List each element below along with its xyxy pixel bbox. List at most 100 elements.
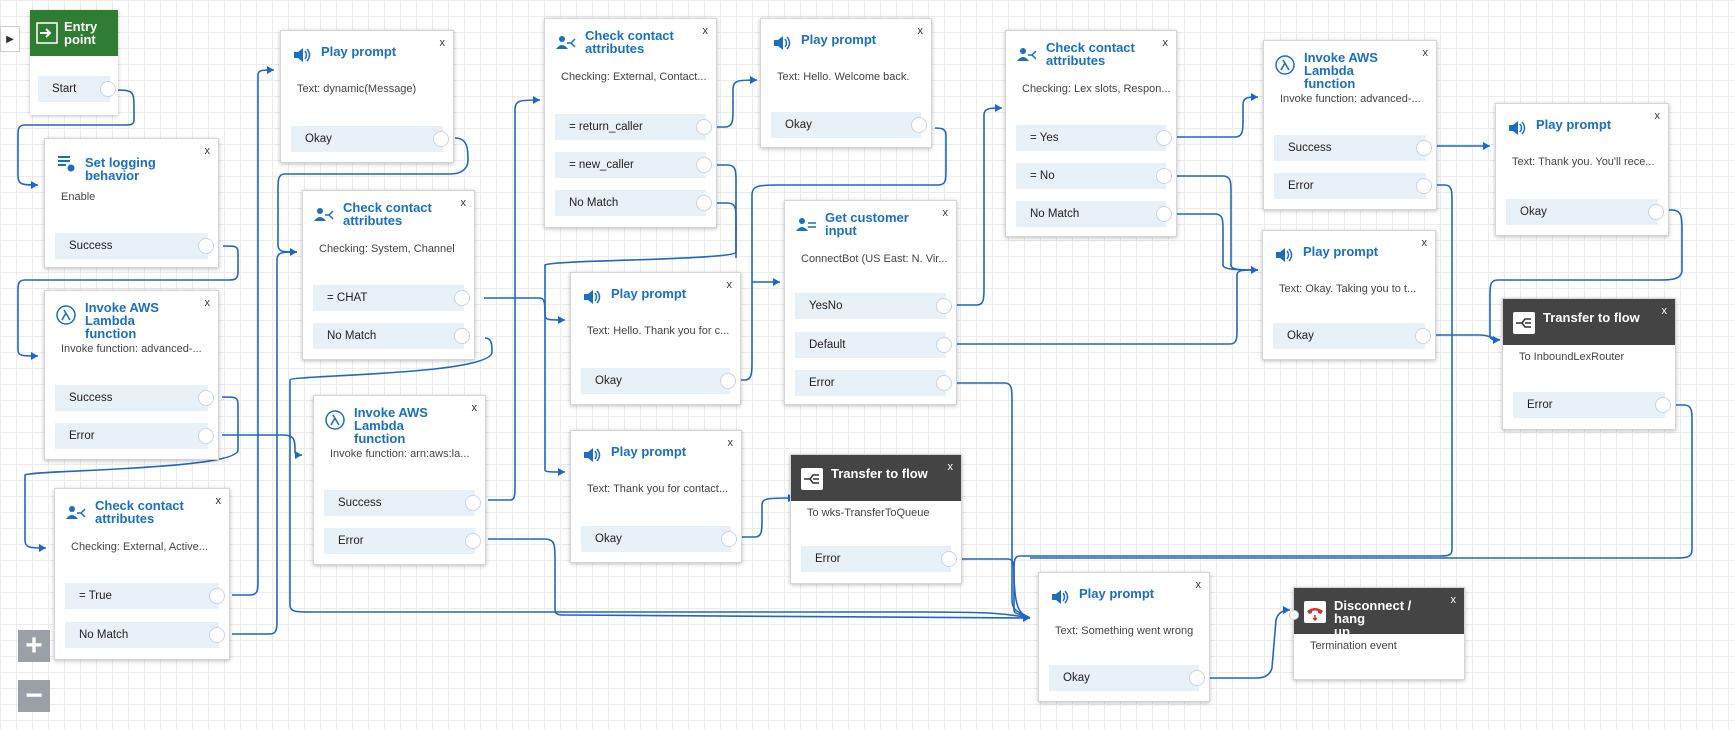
branch-port[interactable] [433, 131, 449, 147]
set-logging-behavior-block[interactable]: Set logging behavior x Enable Success [44, 138, 219, 268]
check-contact-attributes-block[interactable]: Check contact attributes x Checking: Ext… [54, 488, 230, 660]
close-icon[interactable]: x [942, 207, 949, 219]
close-icon[interactable]: x [702, 25, 709, 37]
branch-port[interactable] [936, 337, 952, 353]
panel-toggle-button[interactable]: ▶ [0, 26, 20, 52]
branch-port[interactable] [198, 390, 214, 406]
branch-no-match[interactable]: No Match [1016, 201, 1172, 227]
close-icon[interactable]: x [1450, 594, 1457, 606]
branch-success[interactable]: Success [324, 490, 481, 516]
branch-port[interactable] [209, 588, 225, 604]
branch-port[interactable] [1415, 328, 1431, 344]
branch-port[interactable] [721, 531, 737, 547]
invoke-lambda-block[interactable]: Invoke AWS Lambda function x Invoke func… [44, 290, 219, 460]
branch-port[interactable] [1416, 178, 1432, 194]
play-prompt-block[interactable]: Play prompt x Text: Something went wrong… [1038, 572, 1210, 702]
check-contact-attributes-block[interactable]: Check contact attributes x Checking: Ext… [544, 18, 717, 228]
branch-success[interactable]: Success [1274, 135, 1432, 161]
zoom-in-button[interactable]: + [18, 630, 50, 662]
close-icon[interactable]: x [439, 37, 446, 49]
entry-point-block[interactable]: Entry point Start [30, 10, 118, 115]
branch-port[interactable] [696, 119, 712, 135]
get-customer-input-block[interactable]: Get customer input x ConnectBot (US East… [784, 200, 957, 405]
branch-port[interactable] [198, 238, 214, 254]
branch-port[interactable] [465, 533, 481, 549]
close-icon[interactable]: x [1661, 305, 1668, 317]
transfer-to-flow-block[interactable]: Transfer to flow x To InboundLexRouter E… [1502, 298, 1676, 430]
branch-okay[interactable]: Okay [1049, 665, 1205, 691]
branch-error[interactable]: Error [801, 546, 957, 572]
branch-true[interactable]: = True [65, 583, 225, 609]
close-icon[interactable]: x [471, 402, 478, 414]
close-icon[interactable]: x [1421, 237, 1428, 249]
close-icon[interactable]: x [1654, 110, 1661, 122]
close-icon[interactable]: x [947, 461, 954, 473]
close-icon[interactable]: x [460, 197, 467, 209]
play-prompt-block[interactable]: Play prompt x Text: Hello. Thank you for… [570, 272, 741, 405]
branch-okay[interactable]: Okay [1273, 323, 1431, 349]
close-icon[interactable]: x [1422, 47, 1429, 59]
zoom-out-button[interactable]: − [18, 680, 50, 712]
branch-yes[interactable]: = Yes [1016, 125, 1172, 151]
close-icon[interactable]: x [726, 279, 733, 291]
branch-error[interactable]: Error [324, 528, 481, 554]
close-icon[interactable]: x [204, 145, 211, 157]
start-branch[interactable]: Start [38, 76, 116, 102]
branch-error[interactable]: Error [795, 370, 952, 396]
branch-return-caller[interactable]: = return_caller [555, 114, 712, 140]
branch-port[interactable] [1655, 397, 1671, 413]
close-icon[interactable]: x [1162, 37, 1169, 49]
branch-port[interactable] [696, 195, 712, 211]
play-prompt-block[interactable]: Play prompt x Text: Thank you. You'll re… [1495, 103, 1669, 236]
input-port[interactable] [1289, 610, 1299, 620]
branch-error[interactable]: Error [1513, 392, 1671, 418]
disconnect-block[interactable]: Disconnect / hang up x Termination event [1289, 587, 1465, 680]
branch-port[interactable] [1648, 204, 1664, 220]
branch-error[interactable]: Error [55, 423, 214, 449]
transfer-to-flow-block[interactable]: Transfer to flow x To wks-TransferToQueu… [790, 454, 962, 584]
close-icon[interactable]: x [1195, 579, 1202, 591]
branch-no-match[interactable]: No Match [65, 622, 225, 648]
invoke-lambda-block[interactable]: Invoke AWS Lambda function x Invoke func… [1263, 40, 1437, 210]
branch-okay[interactable]: Okay [771, 112, 927, 138]
play-prompt-block[interactable]: Play prompt x Text: Hello. Welcome back.… [760, 18, 932, 148]
branch-port[interactable] [1189, 670, 1205, 686]
branch-port[interactable] [936, 298, 952, 314]
branch-chat[interactable]: = CHAT [313, 285, 470, 311]
branch-port[interactable] [1416, 140, 1432, 156]
branch-port[interactable] [1156, 168, 1172, 184]
branch-port[interactable] [941, 551, 957, 567]
branch-okay[interactable]: Okay [581, 368, 736, 394]
branch-port[interactable] [454, 328, 470, 344]
check-contact-attributes-block[interactable]: Check contact attributes x Checking: Lex… [1005, 30, 1177, 237]
close-icon[interactable]: x [215, 495, 222, 507]
check-contact-attributes-block[interactable]: Check contact attributes x Checking: Sys… [302, 190, 475, 360]
close-icon[interactable]: x [204, 297, 211, 309]
branch-port[interactable] [1156, 130, 1172, 146]
close-icon[interactable]: x [727, 437, 734, 449]
branch-port[interactable] [1156, 206, 1172, 222]
branch-port[interactable] [936, 375, 952, 391]
branch-port[interactable] [696, 157, 712, 173]
branch-error[interactable]: Error [1274, 173, 1432, 199]
branch-port[interactable] [465, 495, 481, 511]
play-prompt-block[interactable]: Play prompt x Text: dynamic(Message) Oka… [280, 30, 454, 163]
branch-success[interactable]: Success [55, 385, 214, 411]
branch-default[interactable]: Default [795, 332, 952, 358]
branch-okay[interactable]: Okay [1506, 199, 1664, 225]
branch-port[interactable] [454, 290, 470, 306]
branch-no-match[interactable]: No Match [313, 323, 470, 349]
branch-port[interactable] [911, 117, 927, 133]
branch-port[interactable] [209, 627, 225, 643]
branch-no-match[interactable]: No Match [555, 190, 712, 216]
play-prompt-block[interactable]: Play prompt x Text: Okay. Taking you to … [1262, 230, 1436, 360]
branch-success[interactable]: Success [55, 233, 214, 259]
play-prompt-block[interactable]: Play prompt x Text: Thank you for contac… [570, 430, 742, 563]
start-port[interactable] [100, 81, 116, 97]
invoke-lambda-block[interactable]: Invoke AWS Lambda function x Invoke func… [313, 395, 486, 565]
branch-no[interactable]: = No [1016, 163, 1172, 189]
branch-okay[interactable]: Okay [291, 126, 449, 152]
branch-port[interactable] [720, 373, 736, 389]
branch-port[interactable] [198, 428, 214, 444]
branch-new-caller[interactable]: = new_caller [555, 152, 712, 178]
